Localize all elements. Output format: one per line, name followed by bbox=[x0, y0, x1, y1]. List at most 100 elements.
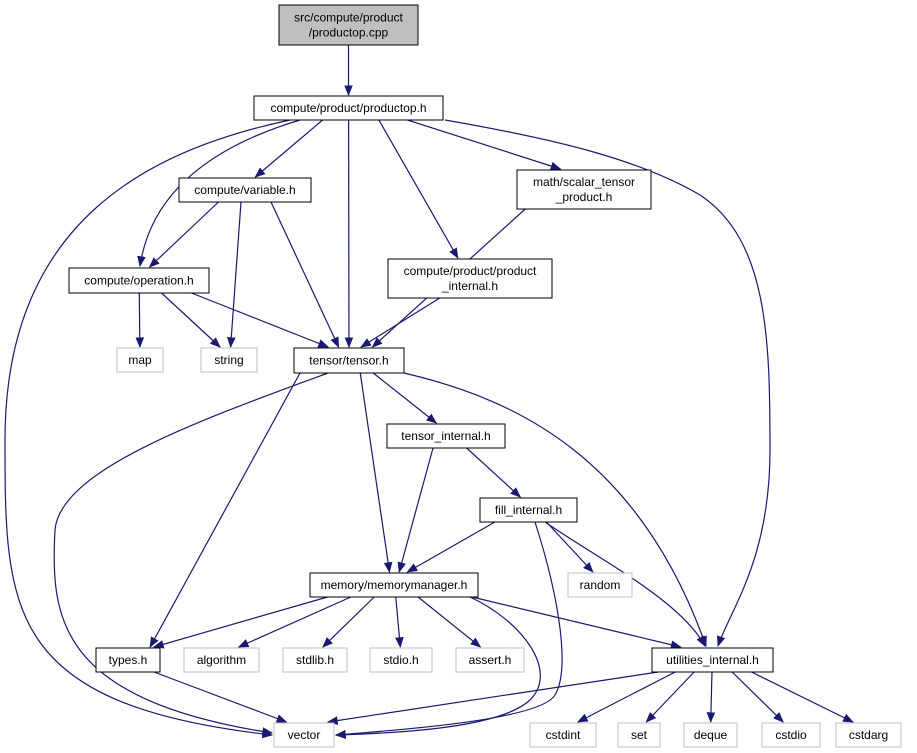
edge-fill-internal-h-to-vector bbox=[334, 521, 563, 739]
node-box bbox=[95, 647, 161, 673]
node-productop-h[interactable]: compute/product/productop.h bbox=[253, 95, 444, 121]
node-box bbox=[567, 572, 633, 598]
node-set: set bbox=[617, 722, 661, 748]
edge bbox=[417, 596, 482, 648]
node-operation-h[interactable]: compute/operation.h bbox=[68, 267, 210, 294]
node-label: stdio.h bbox=[383, 653, 418, 667]
edge-memorymanager-h-to-assert-h bbox=[417, 596, 482, 648]
edge bbox=[148, 201, 219, 268]
node-label: tensor_internal.h bbox=[401, 429, 490, 443]
node-label: compute/variable.h bbox=[194, 183, 295, 197]
edge bbox=[407, 119, 562, 171]
node-product-internal-h[interactable]: compute/product/product_internal.h bbox=[387, 258, 553, 299]
node-vector: vector bbox=[273, 722, 335, 748]
node-label: math/scalar_tensor bbox=[533, 175, 635, 189]
node-tensor-internal-h[interactable]: tensor_internal.h bbox=[386, 423, 506, 449]
node-box bbox=[479, 497, 578, 523]
node-cstdint: cstdint bbox=[529, 722, 597, 748]
node-map: map bbox=[116, 347, 164, 373]
edge-utilities-internal-h-to-set bbox=[645, 671, 695, 723]
node-box bbox=[651, 647, 774, 673]
node-fill-internal-h[interactable]: fill_internal.h bbox=[479, 497, 578, 523]
edge bbox=[360, 297, 441, 348]
edge-productop-h-to-utilities-internal-h bbox=[444, 119, 771, 648]
node-variable-h[interactable]: compute/variable.h bbox=[178, 177, 312, 203]
node-cstdio: cstdio bbox=[761, 722, 821, 748]
node-stdlib-h: stdlib.h bbox=[282, 647, 348, 673]
node-box bbox=[529, 722, 597, 748]
node-stdio-h: stdio.h bbox=[369, 647, 433, 673]
node-label: _product.h bbox=[555, 190, 613, 204]
edge-fill-internal-h-to-utilities-internal-h bbox=[544, 521, 706, 647]
edge-operation-h-to-map bbox=[135, 292, 145, 349]
node-box bbox=[761, 722, 821, 748]
edge bbox=[191, 292, 330, 348]
node-box bbox=[200, 347, 258, 373]
node-label: types.h bbox=[109, 653, 148, 667]
edge-fill-internal-h-to-random bbox=[545, 521, 594, 573]
node-box bbox=[516, 169, 652, 210]
node-deque: deque bbox=[683, 722, 738, 748]
edge bbox=[161, 292, 221, 348]
edge-memorymanager-h-to-vector bbox=[334, 596, 541, 740]
edge bbox=[270, 201, 340, 348]
node-scalar-tensor-product-h[interactable]: math/scalar_tensor_product.h bbox=[516, 169, 652, 210]
edge-tensor-h-to-vector bbox=[53, 372, 329, 736]
edge bbox=[576, 671, 676, 723]
node-box bbox=[278, 4, 419, 46]
edge-productop-h-to-scalar-tensor-product-h bbox=[407, 119, 562, 171]
node-box bbox=[253, 95, 444, 121]
node-box bbox=[835, 722, 902, 748]
node-label: compute/product/productop.h bbox=[270, 101, 426, 115]
edge bbox=[237, 596, 352, 648]
edge-productop-h-to-vector bbox=[4, 119, 291, 739]
node-label: map bbox=[128, 353, 152, 367]
node-label: src/compute/product bbox=[294, 11, 403, 25]
node-algorithm: algorithm bbox=[183, 647, 260, 673]
edge-utilities-internal-h-to-deque bbox=[706, 671, 716, 724]
edge bbox=[751, 671, 854, 723]
edge bbox=[444, 119, 771, 648]
node-label: string bbox=[214, 353, 243, 367]
edge bbox=[395, 596, 404, 649]
node-box bbox=[369, 647, 433, 673]
edge-variable-h-to-operation-h bbox=[148, 201, 219, 268]
edge-productop-h-to-product-internal-h bbox=[378, 119, 459, 259]
edge bbox=[545, 521, 594, 573]
edge-operation-h-to-string bbox=[161, 292, 221, 348]
node-assert-h: assert.h bbox=[455, 647, 525, 673]
edge-tensor-h-to-types-h bbox=[149, 372, 301, 648]
node-box bbox=[386, 423, 506, 449]
edge bbox=[731, 671, 784, 723]
node-box bbox=[293, 347, 405, 374]
node-label: utilities_internal.h bbox=[666, 653, 759, 667]
node-box bbox=[387, 258, 553, 299]
edge bbox=[334, 596, 541, 740]
node-label: compute/operation.h bbox=[84, 274, 193, 288]
node-types-h[interactable]: types.h bbox=[95, 647, 161, 673]
edge-tensor-h-to-memorymanager-h bbox=[359, 372, 393, 574]
node-box bbox=[178, 177, 312, 203]
edge-utilities-internal-h-to-cstdio bbox=[731, 671, 784, 723]
node-label: algorithm bbox=[197, 653, 246, 667]
edge-product-internal-h-to-tensor-h bbox=[360, 297, 441, 348]
edge-tensor-internal-h-to-fill-internal-h bbox=[466, 447, 522, 498]
node-utilities-internal-h[interactable]: utilities_internal.h bbox=[651, 647, 774, 673]
edge-tensor-internal-h-to-memorymanager-h bbox=[397, 447, 434, 574]
node-random: random bbox=[567, 572, 633, 598]
nodes-layer: src/compute/product/productop.cpp compute… bbox=[68, 4, 902, 748]
node-box bbox=[617, 722, 661, 748]
edge bbox=[254, 119, 324, 178]
edge-operation-h-to-tensor-h bbox=[191, 292, 330, 348]
edge bbox=[53, 372, 329, 736]
edge-memorymanager-h-to-types-h bbox=[152, 596, 328, 649]
node-label: assert.h bbox=[469, 653, 512, 667]
node-memorymanager-h[interactable]: memory/memorymanager.h bbox=[309, 572, 479, 598]
edge-tensor-h-to-utilities-internal-h bbox=[403, 372, 707, 648]
node-tensor-h[interactable]: tensor/tensor.h bbox=[293, 347, 405, 374]
edge bbox=[378, 119, 459, 259]
edge-utilities-internal-h-to-cstdint bbox=[576, 671, 676, 723]
node-label: cstdarg bbox=[849, 728, 888, 742]
node-root[interactable]: src/compute/product/productop.cpp bbox=[278, 4, 419, 46]
